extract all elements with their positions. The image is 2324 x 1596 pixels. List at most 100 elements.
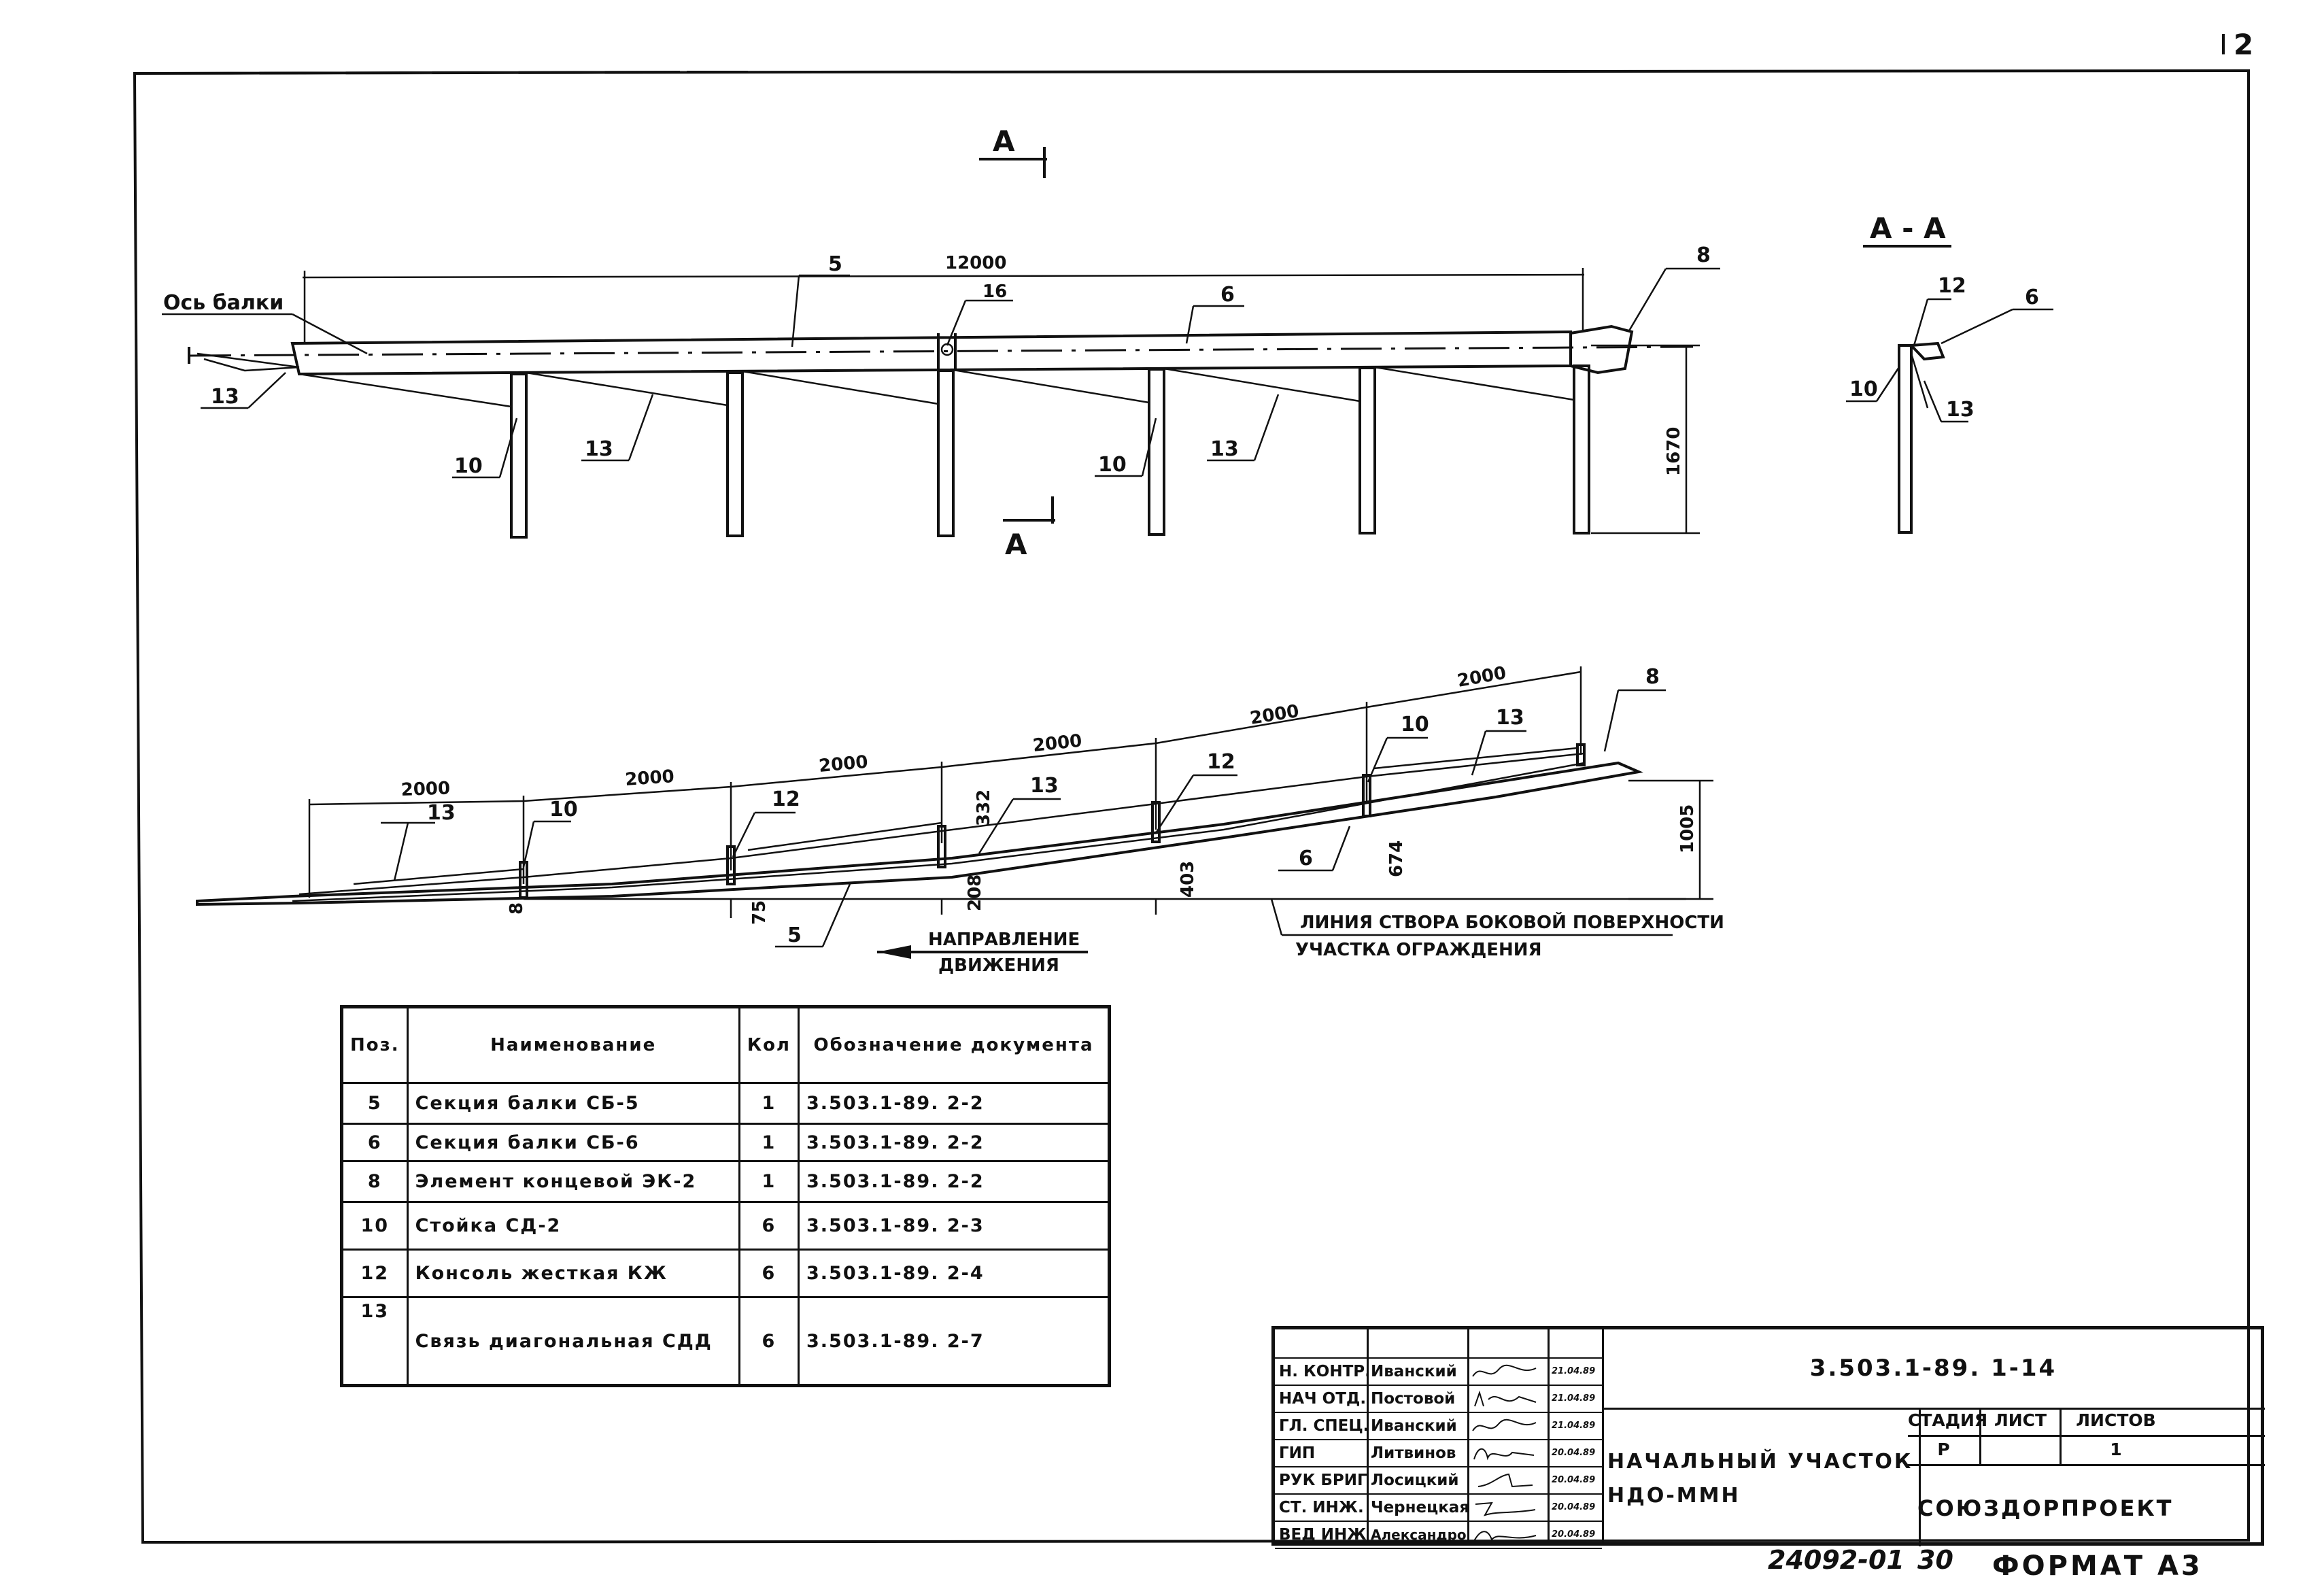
post <box>726 371 744 537</box>
table-row: 10 Стойка СД-2 6 3.503.1-89. 2-3 <box>341 1201 1111 1251</box>
role-cell: ГЛ. СПЕЦ. <box>1275 1413 1367 1440</box>
post <box>1358 367 1376 534</box>
cell-qty: 1 <box>738 1123 800 1162</box>
post <box>1148 368 1165 536</box>
section-callout-12: 12 <box>1938 274 1966 298</box>
side-callout-13a: 13 <box>427 801 456 825</box>
table-row: 13 Связь диагональная СДД 6 3.503.1-89. … <box>341 1296 1111 1387</box>
plan-start-anchor <box>196 352 300 372</box>
post <box>1573 364 1590 534</box>
cell-doc: 3.503.1-89. 2-2 <box>797 1123 1111 1162</box>
cell-name: Секция балки СБ-5 <box>406 1082 740 1125</box>
table-row: 8 Элемент концевой ЭК-2 1 3.503.1-89. 2-… <box>341 1160 1111 1203</box>
cell-pos: 5 <box>341 1082 409 1125</box>
offset-dim-332: 332 <box>974 789 994 826</box>
post <box>510 373 528 539</box>
offset-dim-208: 208 <box>965 875 985 911</box>
cell-qty: 6 <box>738 1201 800 1251</box>
specification-table: Поз. Наименование Кол Обозначение докуме… <box>340 1005 1111 1387</box>
format-label: ФОРМАТ А3 <box>1992 1550 2203 1582</box>
name-cell: Лосицкий <box>1367 1467 1467 1495</box>
title-block: Н. КОНТР. НАЧ ОТД. ГЛ. СПЕЦ. ГИП РУК БРИ… <box>1271 1326 2265 1549</box>
section-title: А - А <box>1870 211 1946 245</box>
offset-dim-8: 8 <box>507 902 527 915</box>
direction-label-1: НАПРАВЛЕНИЕ <box>928 930 1080 950</box>
role-cell: РУК БРИГ <box>1275 1467 1367 1495</box>
cell-doc: 3.503.1-89. 2-2 <box>797 1160 1111 1203</box>
spec-header-row: Поз. Наименование Кол Обозначение докуме… <box>341 1006 1111 1084</box>
plan-callout-8: 8 <box>1696 243 1711 267</box>
span-dim-1: 2000 <box>400 778 450 800</box>
plan-callout-13a: 13 <box>211 385 239 409</box>
cell-doc: 3.503.1-89. 2-3 <box>797 1201 1111 1251</box>
side-callout-6: 6 <box>1299 847 1313 870</box>
plan-callout-10a: 10 <box>454 454 483 478</box>
cell-name: Консоль жесткая КЖ <box>406 1249 740 1298</box>
col-header-doc: Обозначение документа <box>797 1006 1111 1084</box>
cell-doc: 3.503.1-89. 2-7 <box>797 1296 1111 1387</box>
side-callout-13c: 13 <box>1496 706 1524 730</box>
signature-image <box>1467 1522 1548 1549</box>
side-beam-edge <box>292 762 1585 902</box>
title-block-roles: Н. КОНТР. НАЧ ОТД. ГЛ. СПЕЦ. ГИП РУК БРИ… <box>1275 1329 1369 1549</box>
col-header-pos: Поз. <box>341 1006 409 1084</box>
plan-callout-13c: 13 <box>1210 437 1239 461</box>
section-post <box>1898 344 1913 534</box>
name-cell <box>1367 1329 1467 1359</box>
sheet-number: 2 <box>2234 28 2253 61</box>
date-cell: 20.04.89 <box>1548 1495 1602 1522</box>
side-view: 2000 2000 2000 2000 2000 2000 1005 8 75 <box>196 663 1724 976</box>
sheets-value: 1 <box>2110 1440 2122 1459</box>
stage-header-row: СТАДИЯ ЛИСТ ЛИСТОВ <box>1908 1408 2265 1437</box>
span-dim-6: 2000 <box>1456 663 1507 692</box>
plan-posts <box>510 364 1590 539</box>
signature-image <box>1467 1386 1548 1413</box>
cell-name: Стойка СД-2 <box>406 1201 740 1251</box>
sheet-frame <box>133 69 2250 1544</box>
section-beam <box>1908 341 1945 361</box>
cell-pos: 8 <box>341 1160 409 1203</box>
name-cell: Иванский <box>1367 1413 1467 1440</box>
role-cell: НАЧ ОТД. <box>1275 1386 1367 1413</box>
stage-value: Р <box>1908 1437 1981 1464</box>
name-cell: Чернецкая <box>1367 1495 1467 1522</box>
name-cell: Литвинов <box>1367 1440 1467 1467</box>
cell-pos: 13 <box>341 1296 409 1387</box>
stage-block: СТАДИЯ ЛИСТ ЛИСТОВ Р 1 СОЮЗДОРПРОЕКТ <box>1908 1408 2265 1546</box>
plan-beam-axis <box>190 345 1694 357</box>
role-cell: Н. КОНТР. <box>1275 1359 1367 1386</box>
post <box>937 369 955 537</box>
plan-view: 12000 А А <box>162 124 1720 561</box>
date-cell: 21.04.89 <box>1548 1413 1602 1440</box>
cell-name: Связь диагональная СДД <box>406 1296 740 1387</box>
side-callout-10a: 10 <box>549 798 578 821</box>
cell-qty: 6 <box>738 1249 800 1298</box>
plan-axis-label: Ось балки <box>163 291 284 315</box>
section-mark-bottom: А <box>1005 528 1027 561</box>
title-block-signatures <box>1467 1329 1550 1549</box>
sheets-header: ЛИСТОВ <box>2076 1410 2156 1430</box>
copy-number: 30 <box>1917 1545 1953 1575</box>
plan-diagonals <box>298 366 1575 408</box>
signature-image <box>1467 1467 1548 1495</box>
name-cell: Постовой <box>1367 1386 1467 1413</box>
cell-doc: 3.503.1-89. 2-4 <box>797 1249 1111 1298</box>
signature-image <box>1467 1440 1548 1467</box>
role-cell: ВЕД ИНЖ <box>1275 1522 1367 1549</box>
role-cell: СТ. ИНЖ. <box>1275 1495 1367 1522</box>
side-beam <box>196 761 1643 906</box>
side-height-dim: 1005 <box>1677 804 1698 853</box>
sheet-value <box>1981 1437 2062 1464</box>
plan-overall-dim-line <box>302 273 1585 279</box>
cell-pos: 12 <box>341 1249 409 1298</box>
date-cell: 21.04.89 <box>1548 1386 1602 1413</box>
plan-callout-16: 16 <box>982 282 1007 302</box>
cell-qty: 1 <box>738 1160 800 1203</box>
plan-height-dim: 1670 <box>1664 427 1684 476</box>
signature-image <box>1467 1495 1548 1522</box>
table-row: 6 Секция балки СБ-6 1 3.503.1-89. 2-2 <box>341 1123 1111 1162</box>
span-dim-5: 2000 <box>1248 701 1300 729</box>
cell-doc: 3.503.1-89. 2-2 <box>797 1082 1111 1125</box>
col-header-qty: Кол <box>738 1006 800 1084</box>
side-callout-12a: 12 <box>772 787 800 811</box>
